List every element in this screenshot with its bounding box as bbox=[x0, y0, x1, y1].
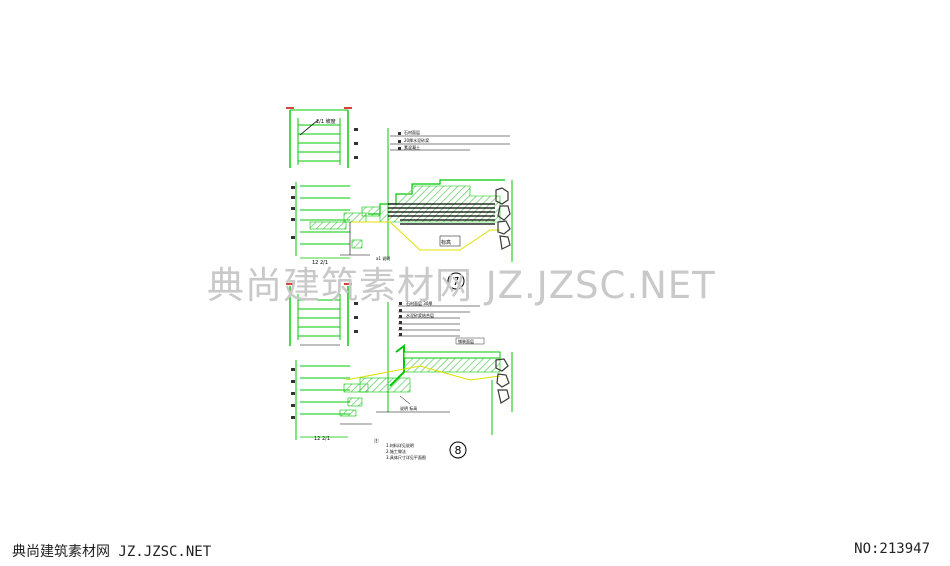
svg-text:素混凝土: 素混凝土 bbox=[404, 144, 420, 150]
svg-text:石材面层: 石材面层 bbox=[404, 129, 420, 135]
detail-8-section-right: 石材面层 30厚 水泥砂浆结合层 铺装面层 说明 标高 bbox=[345, 300, 513, 435]
detail-7-marker: 7 bbox=[447, 272, 465, 290]
svg-text:12 2/1: 12 2/1 bbox=[312, 260, 328, 266]
watermark-footer-left: 典尚建筑素材网 JZ.JZSC.NET bbox=[12, 544, 212, 560]
svg-text:2.施工做法: 2.施工做法 bbox=[386, 448, 406, 454]
svg-text:标高: 标高 bbox=[441, 239, 451, 246]
svg-text:a1 说明: a1 说明 bbox=[376, 255, 390, 261]
svg-text:铺装面层: 铺装面层 bbox=[458, 338, 474, 344]
svg-text:说明 标高: 说明 标高 bbox=[400, 405, 417, 411]
watermark-center: 典尚建筑素材网 JZ.JZSC.NET bbox=[207, 264, 716, 307]
detail-8-notes: 注: 1.材料详见说明 2.施工做法 3.具体尺寸详见平面图 bbox=[374, 437, 426, 460]
detail-7-plan-upper: 2/1 坡度 bbox=[286, 107, 358, 168]
svg-text:水泥砂浆结合层: 水泥砂浆结合层 bbox=[406, 312, 434, 318]
detail-8-plan-upper bbox=[286, 283, 358, 346]
svg-text:石材面层 30厚: 石材面层 30厚 bbox=[406, 300, 432, 306]
svg-text:注:: 注: bbox=[374, 437, 379, 443]
detail-8-section-left: 12 2/1 bbox=[291, 360, 372, 442]
svg-text:3.具体尺寸详见平面图: 3.具体尺寸详见平面图 bbox=[386, 454, 426, 460]
svg-text:1.材料详见说明: 1.材料详见说明 bbox=[386, 442, 414, 448]
detail-7-section-right: 石材面层 20厚水泥砂浆 素混凝土 标高 a1 说明 bbox=[352, 128, 513, 262]
detail-8-marker: 8 bbox=[449, 441, 467, 459]
svg-text:12 2/1: 12 2/1 bbox=[314, 436, 330, 442]
detail-8-number: 8 bbox=[455, 444, 462, 457]
watermark-footer-right: NO:213947 bbox=[854, 541, 930, 557]
detail-7-number: 7 bbox=[453, 275, 460, 288]
detail-7-section-left: 12 2/1 bbox=[291, 182, 381, 266]
svg-text:2/1 坡度: 2/1 坡度 bbox=[316, 118, 336, 125]
svg-text:20厚水泥砂浆: 20厚水泥砂浆 bbox=[404, 137, 429, 143]
